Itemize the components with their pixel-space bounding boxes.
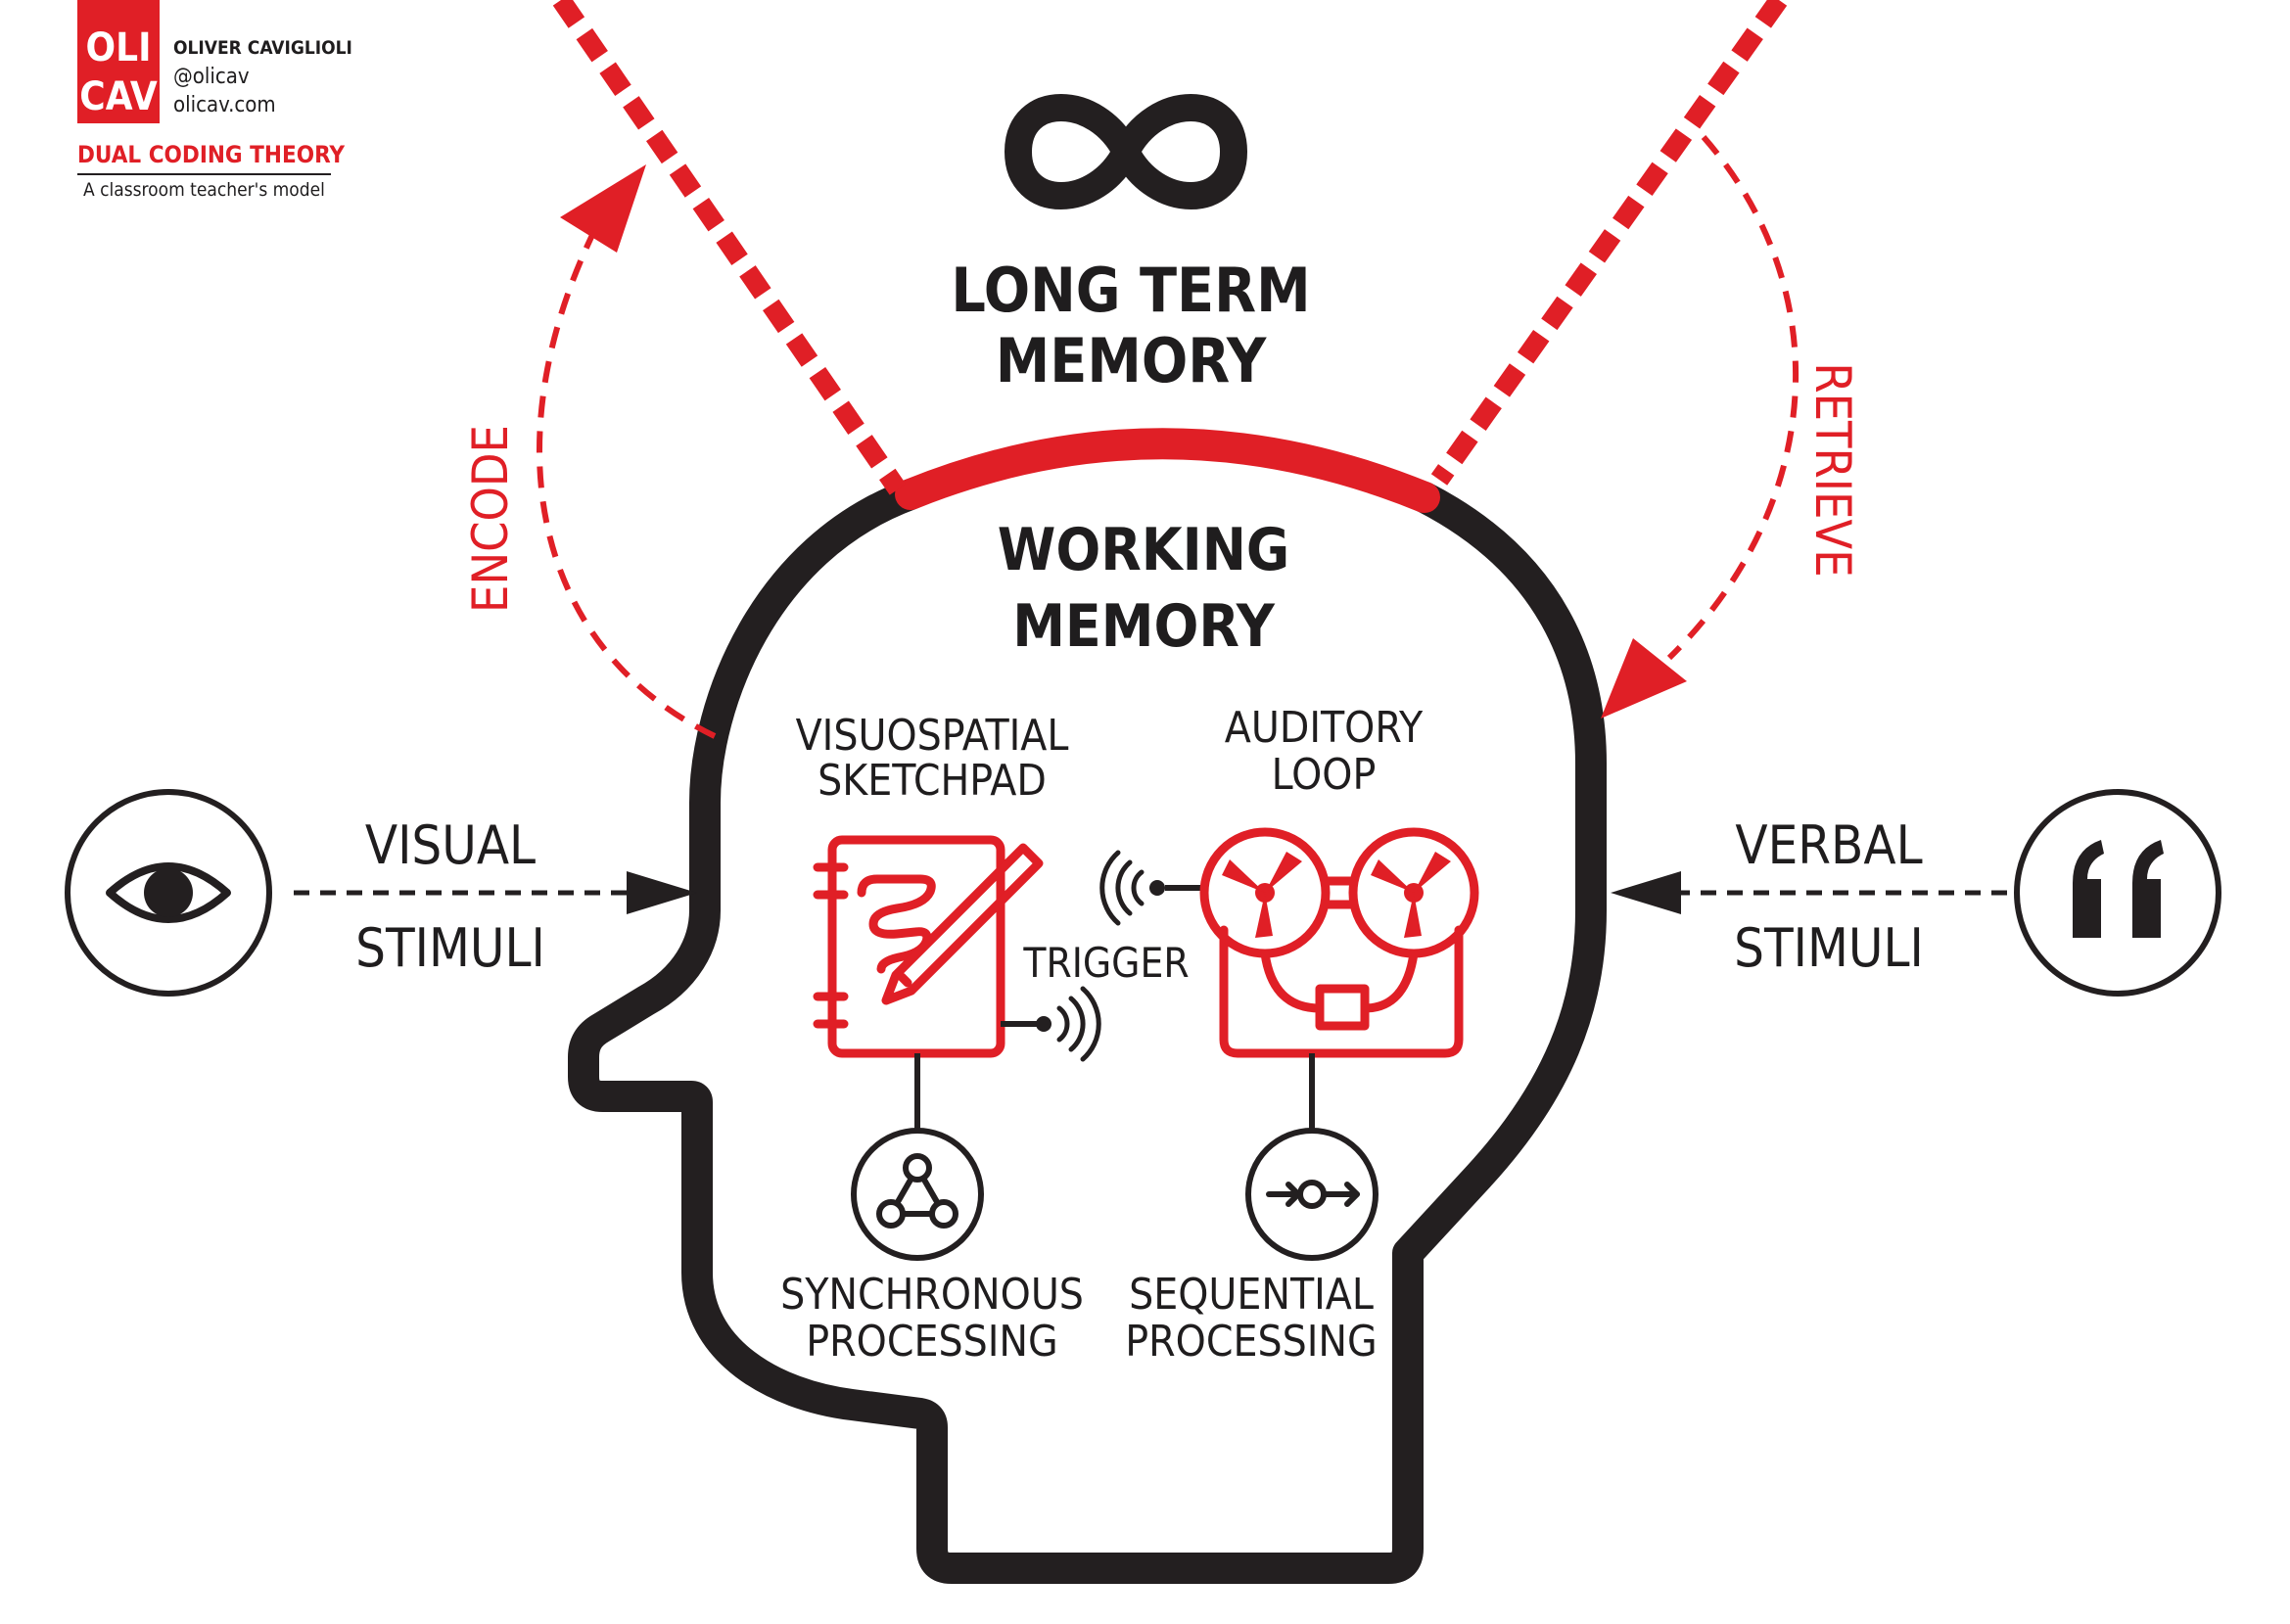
encode-arrowhead xyxy=(560,164,646,253)
visuospatial-sketchpad: VISUOSPATIAL SKETCHPAD xyxy=(796,711,1101,1150)
brand-title: DUAL CODING THEORY xyxy=(77,141,345,168)
working-memory: WORKING MEMORY xyxy=(998,516,1289,661)
logo-line2: CAV xyxy=(79,74,158,119)
visual-input-arrowhead xyxy=(627,871,697,914)
brand-website: olicav.com xyxy=(173,93,276,117)
encode-channel xyxy=(552,0,907,495)
wm-line2: MEMORY xyxy=(1012,592,1276,661)
sequential-processing: SEQUENTIAL PROCESSING xyxy=(1125,1128,1379,1367)
sync-label-line2: PROCESSING xyxy=(806,1317,1057,1367)
brand-subtitle: A classroom teacher's model xyxy=(83,179,325,201)
retrieve-arrow-path xyxy=(1666,135,1799,661)
signal-waves-left-icon xyxy=(1099,850,1145,926)
retrieve-channel xyxy=(1430,0,1788,486)
long-term-memory: LONG TERM MEMORY xyxy=(951,94,1311,396)
reel-to-reel-tape-icon xyxy=(1199,827,1479,1058)
vs-label-line2: SKETCHPAD xyxy=(818,756,1047,806)
arrow-node-arrow-icon xyxy=(1266,1180,1360,1209)
ltm-line2: MEMORY xyxy=(996,325,1267,396)
visual-stimuli: VISUAL STIMULI xyxy=(65,789,697,997)
brand-handle: @olicav xyxy=(173,65,250,89)
retrieve-arrowhead xyxy=(1601,638,1687,719)
logo-box xyxy=(77,0,160,123)
al-trigger-node xyxy=(1149,880,1165,896)
sync-icon-circle xyxy=(851,1128,984,1261)
al-label-line2: LOOP xyxy=(1272,750,1377,800)
brand-author: OLIVER CAVIGLIOLI xyxy=(173,37,352,59)
seq-label-line2: PROCESSING xyxy=(1125,1317,1377,1367)
encode-label: ENCODE xyxy=(462,425,519,613)
trigger-label: TRIGGER xyxy=(1022,939,1189,987)
visual-label-line2: STIMULI xyxy=(355,917,545,979)
encode-arrow-path xyxy=(537,211,717,739)
quote-icon xyxy=(2073,840,2164,938)
head-outline xyxy=(568,428,1607,1584)
visual-label-line1: VISUAL xyxy=(365,814,536,876)
quote-icon-circle xyxy=(2014,789,2221,997)
retrieve-arrow: RETRIEVE xyxy=(1601,135,1861,719)
vs-trigger-node xyxy=(1036,1016,1052,1032)
eye-icon xyxy=(106,862,231,923)
vs-label-line1: VISUOSPATIAL xyxy=(796,711,1069,761)
head-silhouette xyxy=(568,479,1607,1584)
retrieve-label: RETRIEVE xyxy=(1804,362,1861,577)
memory-channels xyxy=(552,0,1788,495)
sync-label-line1: SYNCHRONOUS xyxy=(780,1270,1084,1320)
encode-arrow: ENCODE xyxy=(462,164,717,739)
signal-waves-icon xyxy=(1056,986,1101,1062)
al-label-line1: AUDITORY xyxy=(1225,703,1424,753)
ltm-line1: LONG TERM xyxy=(951,255,1310,326)
wm-line1: WORKING xyxy=(998,516,1289,584)
auditory-loop: AUDITORY LOOP xyxy=(1099,703,1479,1136)
triangle-network-icon xyxy=(876,1153,958,1229)
head-top-red-arc xyxy=(895,428,1440,513)
infinity-icon xyxy=(1004,94,1248,209)
verbal-label-line1: VERBAL xyxy=(1735,814,1922,876)
brand-block: OLI CAV OLIVER CAVIGLIOLI @olicav olicav… xyxy=(77,0,352,201)
verbal-label-line2: STIMULI xyxy=(1734,917,1924,979)
verbal-input-arrowhead xyxy=(1611,871,1681,914)
logo-line1: OLI xyxy=(86,25,152,70)
synchronous-processing: SYNCHRONOUS PROCESSING xyxy=(780,1128,1084,1367)
verbal-stimuli: VERBAL STIMULI xyxy=(1611,789,2221,997)
seq-label-line1: SEQUENTIAL xyxy=(1129,1270,1374,1320)
